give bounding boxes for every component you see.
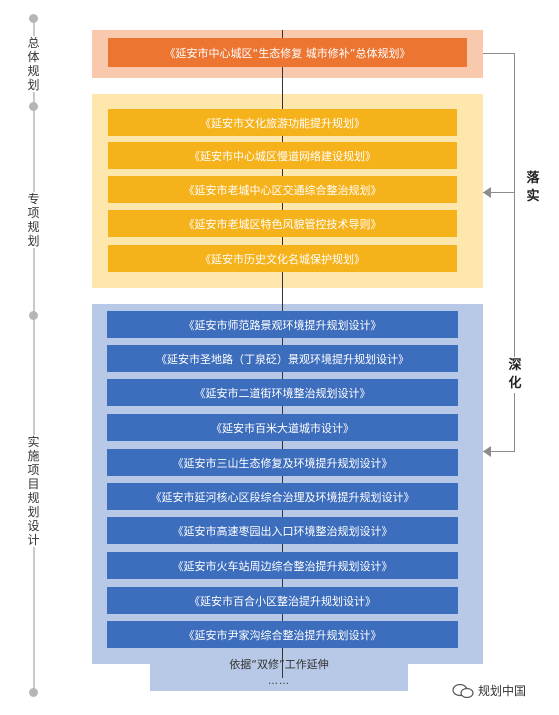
impl-plan-item: 《延安市高速枣园出入口环境整治规划设计》 [107,517,458,544]
impl-plan-item: 《延安市百合小区整治提升规划设计》 [107,587,458,614]
connector-line [483,53,515,54]
special-plan-item: 《延安市老城区特色风貌管控技术导则》 [108,210,457,237]
impl-plan-item: 《延安市二道街环境整治规划设计》 [107,379,458,406]
impl-plan-item: 《延安市师范路景观环境提升规划设计》 [107,311,458,338]
impl-plan-item: 《延安市火车站周边综合整治提升规划设计》 [107,552,458,579]
level-label-implementation: 实施 项目 规划 设计 [22,435,46,547]
timeline-dot [29,102,38,111]
timeline-line [33,18,35,694]
special-plan-item: 《延安市老城中心区交通综合整治规划》 [108,176,457,203]
timeline-dot [29,311,38,320]
timeline-dot [29,14,38,23]
continuation-text: 依据“双修”工作延伸 [229,658,329,671]
connector-line [514,192,515,452]
implement-label: 落 实 [523,170,543,206]
level-label-special: 专项 规划 [22,192,46,248]
arrow-left-icon [483,446,491,457]
impl-plan-item: 《延安市三山生态修复及环境提升规划设计》 [107,449,458,476]
special-plan-item: 《延安市历史文化名城保护规划》 [108,245,457,272]
impl-plan-item: 《延安市百米大道城市设计》 [107,414,458,441]
continuation-ellipsis: …… [268,676,290,687]
impl-plan-item: 《延安市尹家沟综合整治提升规划设计》 [107,621,458,648]
connector-line [514,53,515,193]
special-plan-item: 《延安市文化旅游功能提升规划》 [108,109,457,136]
special-plan-item: 《延安市中心城区慢道网络建设规划》 [108,142,457,169]
wechat-icon [452,683,474,698]
timeline-dot [29,688,38,697]
watermark-text: 规划中国 [478,684,527,698]
connector-line [483,451,515,452]
connector-line [483,192,515,193]
impl-plan-item: 《延安市延河核心区段综合治理及环境提升规划设计》 [107,483,458,510]
continuation-box [150,651,408,691]
impl-plan-item: 《延安市圣地路（丁泉砭）景观环境提升规划设计》 [107,345,458,372]
deepen-label: 深 化 [505,357,525,393]
level-label-overall: 总体 规划 [22,36,46,92]
watermark: 规划中国 [452,682,526,699]
overall-plan-item: 《延安市中心城区“生态修复 城市修补”总体规划》 [108,38,467,67]
